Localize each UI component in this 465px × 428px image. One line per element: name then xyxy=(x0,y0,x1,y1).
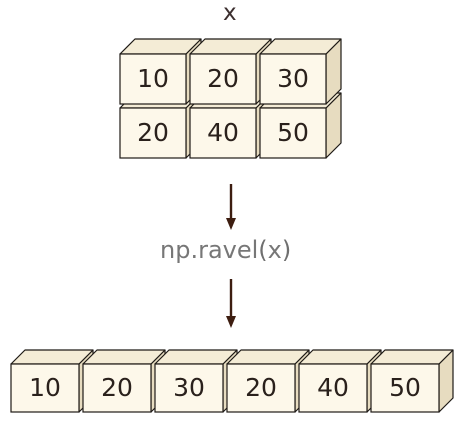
input-array-2x3 xyxy=(119,38,342,159)
output-cell-2 xyxy=(154,349,238,413)
cube-top-face xyxy=(298,349,382,365)
cube-top-face xyxy=(10,349,94,365)
arrow-to-operation xyxy=(226,184,236,230)
function-name: np.ravel xyxy=(160,236,259,264)
array-name-label: x xyxy=(223,0,237,26)
cube-top-face xyxy=(154,349,238,365)
operation-label: np.ravel(x) xyxy=(160,238,291,262)
cube-front-face xyxy=(189,53,257,105)
cube-front-face xyxy=(259,107,327,159)
cube-top-face xyxy=(370,349,454,365)
output-cell-3 xyxy=(226,349,310,413)
cube-top-face xyxy=(82,349,166,365)
arrow-head xyxy=(226,316,236,328)
output-array-1x6 xyxy=(10,349,454,413)
output-cell-4 xyxy=(298,349,382,413)
cube-front-face xyxy=(119,107,187,159)
cube-front-face xyxy=(82,363,152,413)
output-cell-1 xyxy=(82,349,166,413)
output-cell-5 xyxy=(370,349,454,413)
output-cell-0 xyxy=(10,349,94,413)
flow-arrows xyxy=(226,184,236,328)
cube-top-face xyxy=(189,38,272,55)
cube-front-face xyxy=(259,53,327,105)
open-paren: ( xyxy=(258,236,268,264)
input-cell-r0-c0 xyxy=(119,38,202,105)
input-cell-r0-c1 xyxy=(189,38,272,105)
cube-front-face xyxy=(226,363,296,413)
function-argument: x xyxy=(267,236,282,264)
cube-front-face xyxy=(10,363,80,413)
cube-front-face xyxy=(189,107,257,159)
cube-top-face xyxy=(119,38,202,55)
cube-front-face xyxy=(298,363,368,413)
cube-front-face xyxy=(370,363,440,413)
cube-top-face xyxy=(226,349,310,365)
arrow-to-output xyxy=(226,279,236,328)
cube-top-face xyxy=(259,38,342,55)
input-cell-r0-c2 xyxy=(259,38,342,105)
close-paren: ) xyxy=(281,236,292,264)
arrow-head xyxy=(226,218,236,230)
cube-front-face xyxy=(119,53,187,105)
cube-front-face xyxy=(154,363,224,413)
